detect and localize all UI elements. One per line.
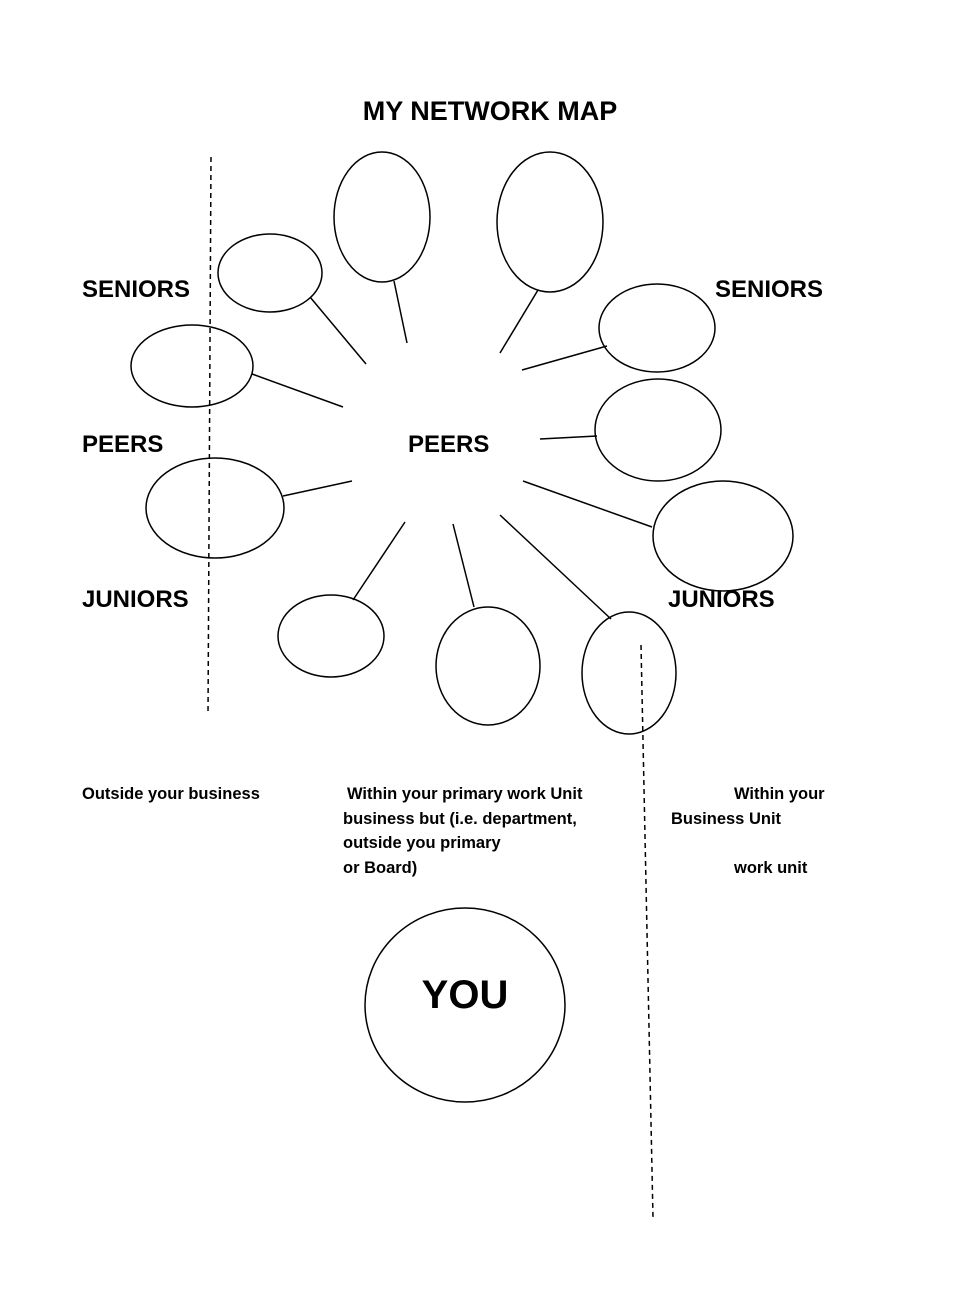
you-label: YOU <box>421 973 509 1017</box>
text-line: or Board) <box>343 858 418 877</box>
connector <box>499 289 539 354</box>
connector <box>452 523 475 608</box>
connector <box>393 280 408 344</box>
you-circle <box>364 907 566 1103</box>
connector <box>251 373 344 408</box>
contact-bubble <box>435 606 541 726</box>
row-label-peers-center: PEERS <box>408 431 490 458</box>
contact-bubbles <box>130 151 794 735</box>
contact-bubble <box>652 480 794 592</box>
connector <box>352 521 406 601</box>
connector <box>539 435 598 440</box>
contact-bubble <box>277 594 385 678</box>
divider-outside <box>207 156 212 716</box>
row-label-seniors-left: SENIORS <box>82 276 191 303</box>
column-label-outside: Outside your business <box>82 785 260 803</box>
connectors <box>251 280 653 620</box>
contact-bubble <box>333 151 431 283</box>
text-line: Within your <box>734 785 825 803</box>
contact-bubble <box>217 233 323 313</box>
connector <box>309 296 367 365</box>
row-label-juniors-right: JUNIORS <box>668 586 775 613</box>
connector <box>499 514 612 620</box>
text-line: Within your primary work Unit <box>347 785 583 803</box>
row-label-juniors-left: JUNIORS <box>82 586 189 613</box>
connector <box>282 480 353 497</box>
text-line: work unit <box>734 858 808 877</box>
row-label-seniors-right: SENIORS <box>715 276 824 303</box>
column-label-within-unit: Within your Business Unit work unit <box>671 782 825 880</box>
page-title: MY NETWORK MAP <box>362 96 618 126</box>
row-label-peers-left: PEERS <box>82 431 164 458</box>
text-line: outside you primary <box>343 834 501 852</box>
text-line: Business Unit <box>671 809 782 828</box>
contact-bubble <box>598 283 716 373</box>
connector <box>521 345 608 371</box>
connector <box>522 480 653 528</box>
contact-bubble <box>130 324 254 408</box>
divider-within <box>640 644 654 1219</box>
contact-bubble <box>594 378 722 482</box>
contact-bubble <box>145 457 285 559</box>
contact-bubble <box>496 151 604 293</box>
contact-bubble <box>581 611 677 735</box>
text-line: business but (i.e. department, <box>343 809 577 828</box>
column-label-within-business: Within your primary work Unit business b… <box>343 782 582 880</box>
